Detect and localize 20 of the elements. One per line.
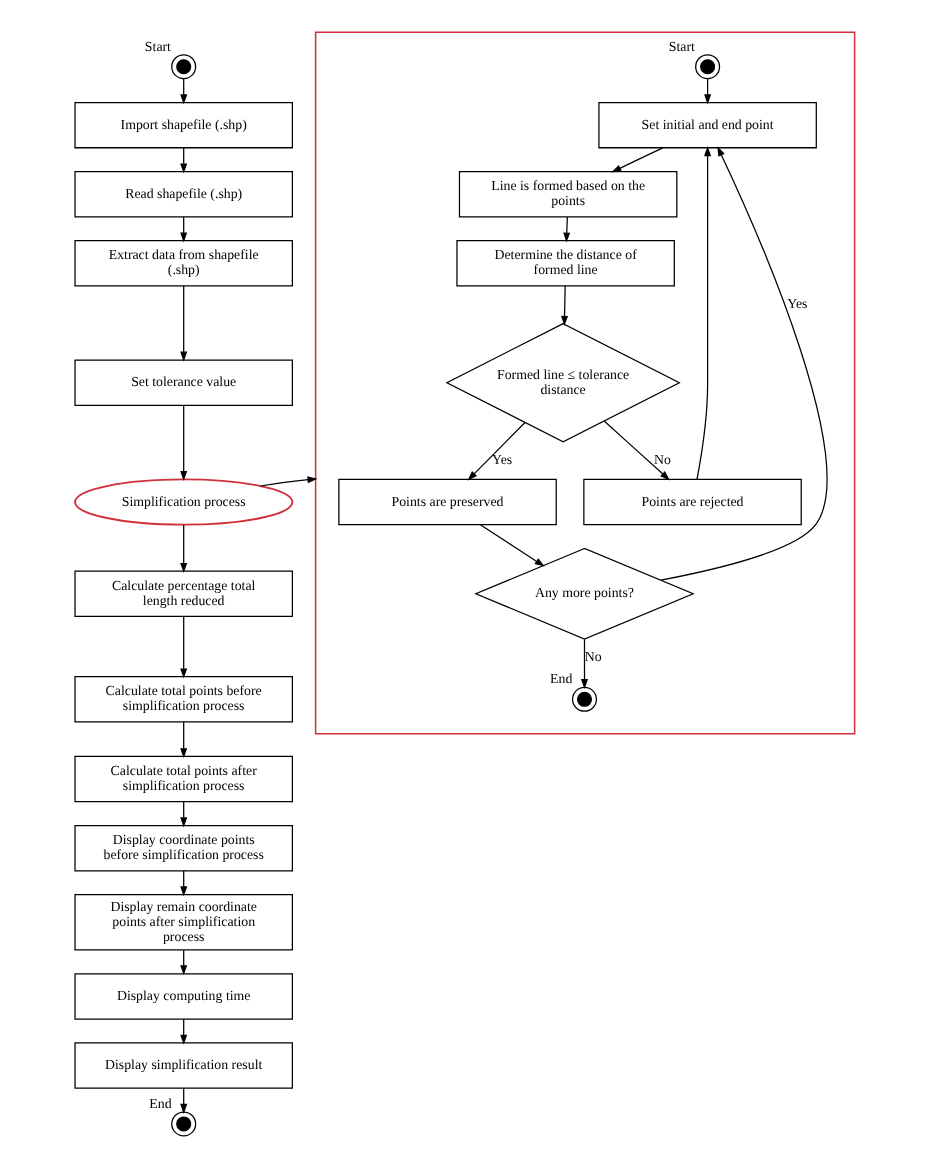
arrow <box>610 147 663 173</box>
node-circle <box>694 54 720 80</box>
arrow <box>560 285 568 326</box>
node-circle <box>570 686 597 712</box>
arrow <box>179 524 187 573</box>
arrow <box>562 216 570 243</box>
arrow <box>579 638 587 690</box>
cluster <box>313 31 855 735</box>
arrow <box>179 404 187 481</box>
node-circle <box>170 1111 196 1137</box>
arrow <box>179 616 187 679</box>
arrow <box>659 146 827 581</box>
arrow <box>466 421 525 481</box>
arrow <box>179 721 187 759</box>
arrow <box>179 285 187 362</box>
node-circle <box>170 54 196 80</box>
arrow <box>602 420 669 481</box>
arrow <box>258 476 317 487</box>
arrow <box>478 524 544 567</box>
arrow <box>695 146 711 480</box>
